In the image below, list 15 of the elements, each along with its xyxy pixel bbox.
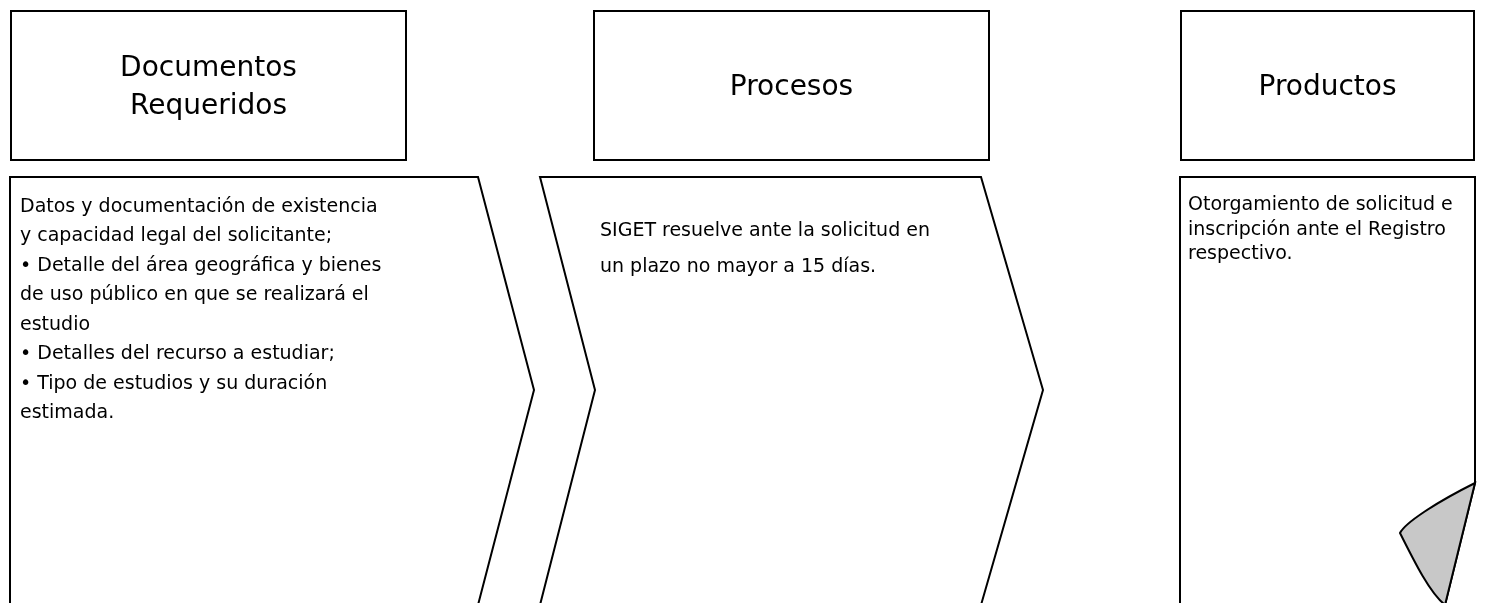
header-box (593, 10, 990, 161)
header-box (1180, 10, 1475, 161)
body-text: Otorgamiento de solicitud e inscripción ante el Registro respectivo. (1188, 191, 1453, 266)
chevron-shape (10, 177, 534, 603)
body-text: • Detalles del recurso a estudiar; (20, 340, 336, 366)
header-text: Productos (1258, 67, 1397, 104)
header-text: Procesos (729, 67, 854, 104)
header-box (10, 10, 407, 161)
body-text: • Tipo de estudios y su duración estimada. (20, 369, 329, 425)
header-text: Documentos Requeridos (119, 48, 298, 123)
body-text: • Detalle del área geográfica y bienes de uso público en que se realizará el estudio (20, 251, 383, 336)
body-text: Datos y documentación de existencia y capacidad legal del solicitante; (20, 193, 379, 248)
document-shape (1180, 177, 1475, 603)
chevron-shape (540, 177, 1043, 603)
body-text: SIGET resuelve ante la solicitud en un plazo no mayor a 15 días. (600, 217, 931, 279)
